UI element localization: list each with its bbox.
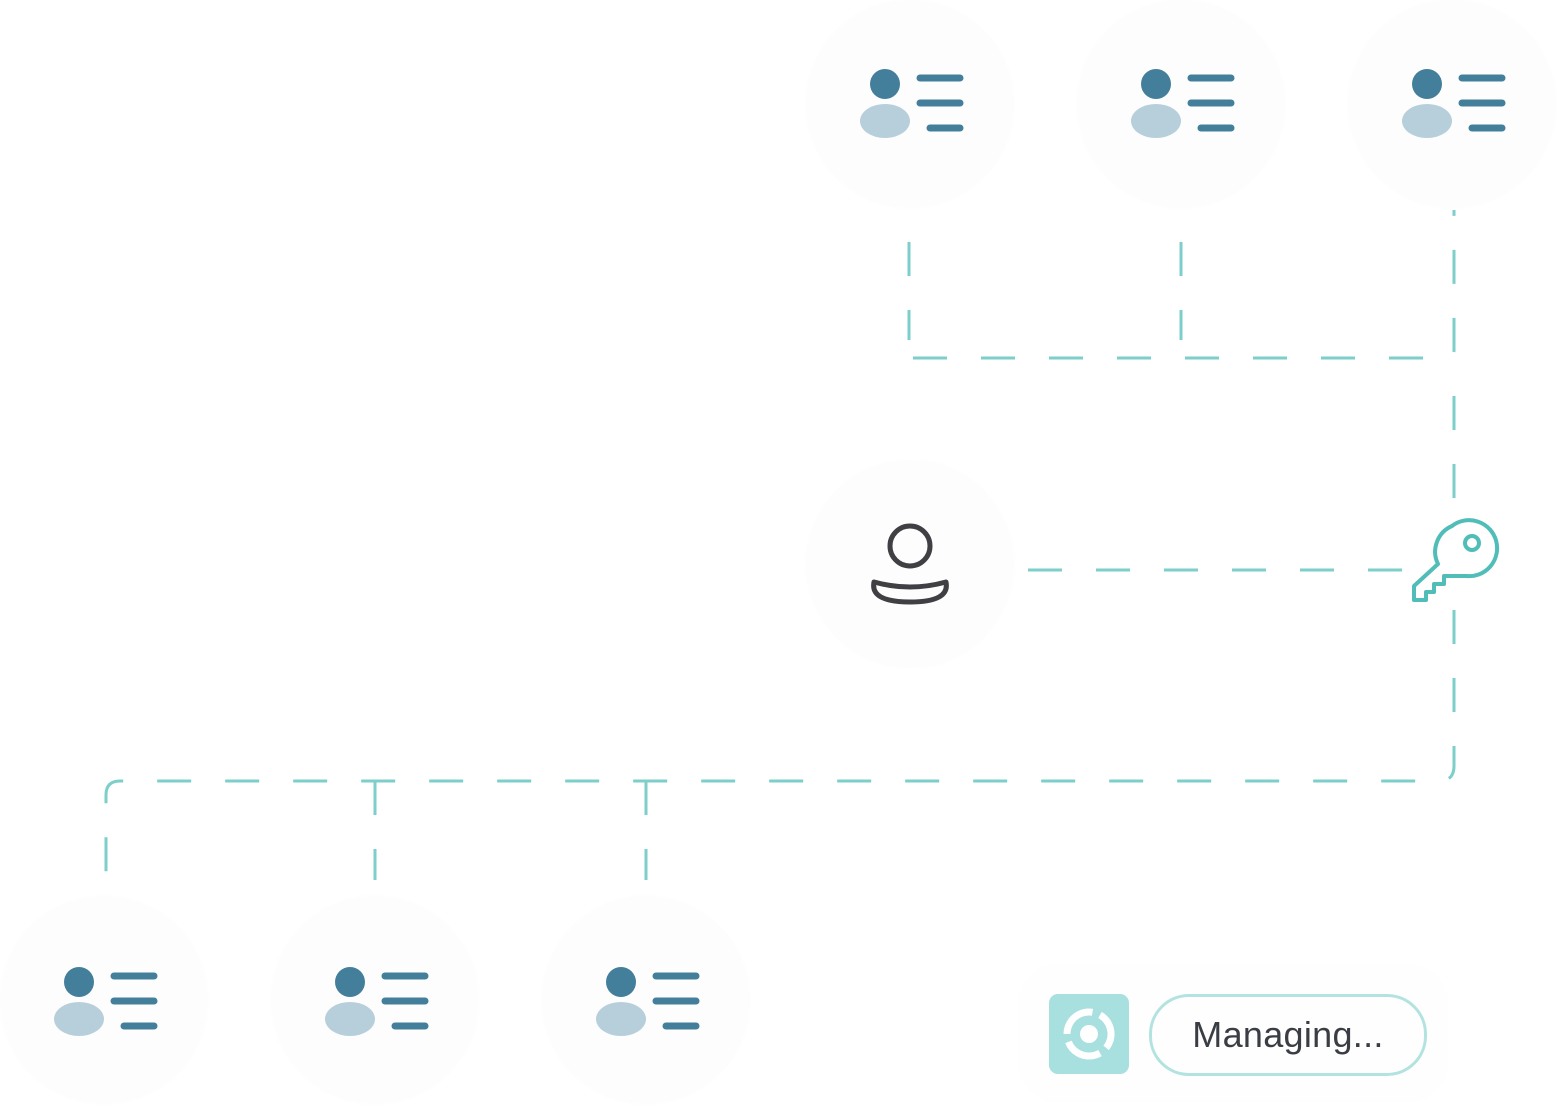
user-icon	[871, 523, 949, 605]
status-label: Managing...	[1192, 1014, 1384, 1055]
top-profile-node-3[interactable]	[1348, 0, 1556, 208]
status-panel: Managing...	[1018, 964, 1448, 1102]
profile-card-icon	[54, 967, 158, 1036]
profile-card-icon	[596, 967, 700, 1036]
bottom-profile-node-1[interactable]	[0, 896, 208, 1104]
status-button[interactable]: Managing...	[1149, 994, 1427, 1076]
top-profile-node-2[interactable]	[1077, 0, 1285, 208]
progress-ring-icon	[1049, 994, 1129, 1074]
connector-bottom-bus	[104, 610, 1456, 884]
key-icon[interactable]	[1404, 518, 1500, 608]
profile-card-icon	[1131, 69, 1235, 138]
bottom-profile-node-2[interactable]	[271, 896, 479, 1104]
bottom-profile-node-3[interactable]	[542, 896, 750, 1104]
profile-card-icon	[1402, 69, 1506, 138]
connector-top-bus	[913, 210, 1456, 360]
profile-card-icon	[860, 69, 964, 138]
top-profile-node-1[interactable]	[806, 0, 1014, 208]
center-user-node[interactable]	[806, 460, 1014, 668]
profile-card-icon	[325, 967, 429, 1036]
